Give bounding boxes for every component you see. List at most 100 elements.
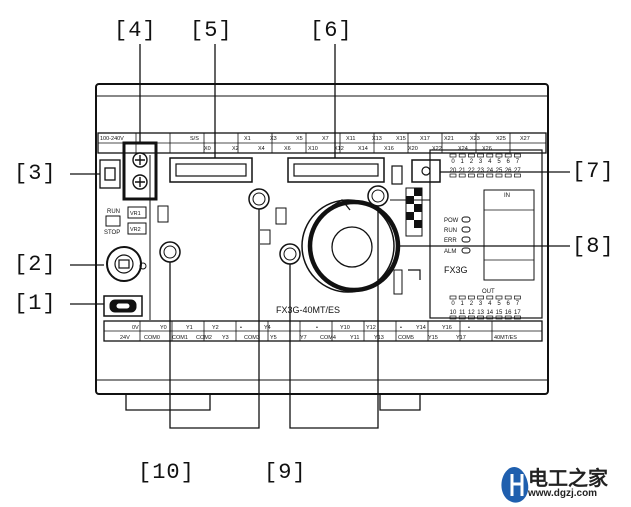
out-led-bottom-17 (514, 315, 521, 320)
out-term-b7: Y7 (300, 335, 307, 341)
in-led-bottom-22 (468, 173, 475, 178)
in-term-b11: X26 (482, 146, 492, 152)
in-led-top-label: 5 (497, 159, 501, 165)
callout-1: [1] (14, 291, 57, 316)
out-led-top-label: 1 (461, 301, 465, 307)
status-alm: ALM (444, 249, 456, 255)
out-term-10: Y14 (416, 325, 426, 331)
terminal-ticks (135, 133, 511, 341)
out-label: OUT (482, 289, 495, 295)
in-led-top-label: 7 (516, 159, 520, 165)
run-stop-switch: RUN STOP VR1 VR2 (104, 206, 147, 236)
in-led-top-label: 4 (488, 159, 492, 165)
out-term-0: 0V (132, 325, 139, 331)
memory-mark (405, 187, 423, 237)
plc-housing (95, 83, 549, 411)
in-term-5: X11 (346, 136, 355, 142)
in-led-bottom-label: 26 (505, 168, 512, 174)
terminal-labels: 100-240V S/S X1 X3 X5 X7 X11 X13 X15 X17… (100, 136, 530, 341)
in-term-b5: X12 (334, 146, 344, 152)
out-led-top-label: 7 (516, 301, 520, 307)
out-led-top-6 (504, 295, 512, 300)
out-term-5: Y4 (264, 325, 271, 331)
stop-label: STOP (104, 230, 120, 236)
status-run: RUN (444, 228, 457, 234)
in-led-bottom-24 (486, 173, 494, 178)
out-led-top-2 (468, 295, 475, 300)
in-led-bottom-20 (449, 173, 457, 178)
in-led-top-7 (514, 153, 521, 158)
in-term-b6: X14 (358, 146, 368, 152)
in-term-b9: X22 (432, 146, 442, 152)
out-led-top-label: 5 (497, 301, 501, 307)
out-term-12: • (468, 325, 470, 331)
out-term-b4: Y3 (222, 335, 229, 341)
callout-4: [4] (114, 18, 157, 43)
watermark-url: www.dgzj.com (528, 488, 598, 499)
in-led-top-3 (477, 153, 484, 158)
out-term-11: Y16 (442, 325, 452, 331)
out-led-top-5 (495, 295, 503, 300)
in-led-top-2 (468, 153, 475, 158)
out-term-b8: COM4 (320, 335, 336, 341)
in-term-12: X27 (520, 136, 530, 142)
out-term-b11: COM5 (398, 335, 414, 341)
in-led-top-5 (495, 153, 503, 158)
watermark-name: 电工之家 (528, 466, 608, 490)
in-led-bottom-23 (477, 173, 484, 178)
out-term-1: Y0 (160, 325, 167, 331)
out-led-bottom-14 (486, 315, 494, 320)
battery-connector (103, 295, 143, 317)
out-term-7: Y10 (340, 325, 350, 331)
in-led-top-1 (458, 153, 466, 158)
in-term-b7: X16 (384, 146, 394, 152)
vr2-label: VR2 (130, 227, 141, 233)
in-term-b4: X10 (308, 146, 318, 152)
in-term-6: X13 (372, 136, 382, 142)
in-led-bottom-label: 22 (468, 168, 475, 174)
out-term-b6: Y5 (270, 335, 277, 341)
in-led-bottom-27 (514, 173, 521, 178)
callout-10: [10] (138, 460, 195, 485)
out-led-bottom-16 (504, 315, 512, 320)
out-led-top-3 (477, 295, 484, 300)
brand-logo: FX3G (444, 265, 468, 275)
in-label: IN (504, 193, 510, 199)
in-led-top-label: 2 (470, 159, 474, 165)
out-led-bottom-label: 11 (459, 310, 466, 316)
in-term-8: X17 (420, 136, 430, 142)
model-label: FX3G-40MT/ES (276, 305, 340, 315)
out-term-2: Y1 (186, 325, 193, 331)
out-term-8: Y12 (366, 325, 376, 331)
out-led-bottom-label: 12 (468, 310, 475, 316)
in-term-3: X5 (296, 136, 303, 142)
in-term-4: X7 (322, 136, 329, 142)
out-led-top-1 (458, 295, 466, 300)
in-led-bottom-label: 23 (477, 168, 484, 174)
out-led-top-label: 2 (470, 301, 474, 307)
out-term-4: • (240, 325, 242, 331)
out-term-b5: COM3 (244, 335, 260, 341)
out-led-bottom-label: 15 (496, 310, 503, 316)
in-led-top-label: 6 (507, 159, 511, 165)
out-led-bottom-label: 13 (477, 310, 484, 316)
in-term-b8: X20 (408, 146, 418, 152)
in-led-bottom-26 (504, 173, 512, 178)
out-term-b10: Y13 (374, 335, 384, 341)
out-term-b1: COM0 (144, 335, 160, 341)
in-term-11: X25 (496, 136, 506, 142)
in-led-top-0 (449, 153, 457, 158)
out-term-9: • (400, 325, 402, 331)
callout-2: [2] (14, 252, 57, 277)
out-term-b3: COM2 (196, 335, 212, 341)
out-term-b9: Y11 (350, 335, 359, 341)
round-connector (106, 246, 147, 282)
in-term-10: X23 (470, 136, 480, 142)
out-led-bottom-15 (495, 315, 503, 320)
in-term-0: S/S (190, 136, 199, 142)
out-led-top-label: 3 (479, 301, 483, 307)
callout-5: [5] (190, 18, 233, 43)
